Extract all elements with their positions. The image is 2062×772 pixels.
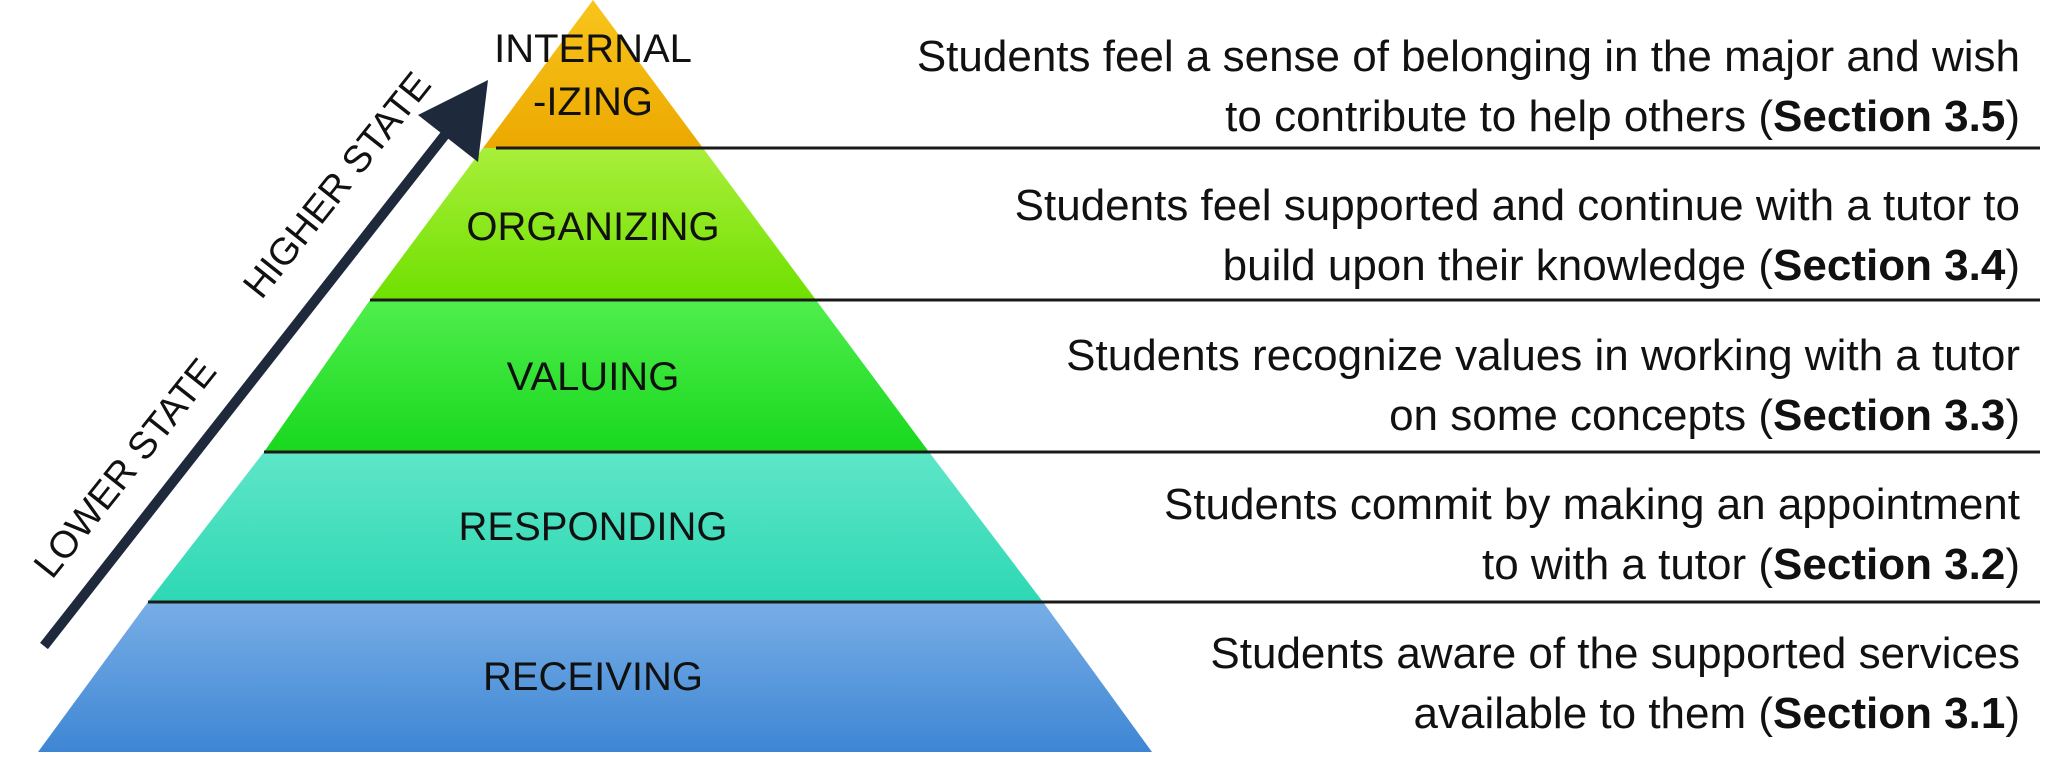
- section-ref: Section 3.1: [1773, 689, 2006, 738]
- desc-line: Students aware of the supported services: [1210, 629, 2020, 678]
- section-ref: Section 3.2: [1773, 540, 2006, 589]
- tier-valuing: [264, 300, 929, 452]
- level-label-responding: RESPONDING: [459, 505, 728, 549]
- desc-line: to contribute to help others (Section 3.…: [720, 87, 2020, 147]
- level-description-internalizing: Students feel a sense of belonging in th…: [720, 27, 2020, 147]
- level-label-valuing: VALUING: [507, 355, 680, 399]
- level-description-responding: Students commit by making an appointment…: [720, 475, 2020, 595]
- arrow-shaft: [40, 127, 452, 650]
- level-label-internalizing-2: -IZING: [533, 80, 653, 124]
- section-ref: Section 3.3: [1773, 391, 2006, 440]
- desc-line: to with a tutor (Section 3.2): [720, 535, 2020, 595]
- desc-line: on some concepts (Section 3.3): [720, 386, 2020, 446]
- section-ref: Section 3.5: [1773, 92, 2006, 141]
- desc-text: on some concepts (: [1389, 391, 1774, 440]
- tier-responding: [148, 452, 1043, 602]
- desc-close: ): [2005, 92, 2020, 141]
- level-description-valuing: Students recognize values in working wit…: [720, 326, 2020, 446]
- desc-text: build upon their knowledge (: [1222, 241, 1774, 290]
- section-ref: Section 3.4: [1773, 241, 2006, 290]
- level-description-organizing: Students feel supported and continue wit…: [720, 176, 2020, 296]
- tier-internalizing: [483, 0, 703, 148]
- desc-close: ): [2005, 241, 2020, 290]
- level-label-internalizing-1: INTERNAL: [494, 27, 692, 71]
- desc-close: ): [2005, 540, 2020, 589]
- desc-text: available to them (: [1413, 689, 1774, 738]
- desc-close: ): [2005, 689, 2020, 738]
- desc-line: build upon their knowledge (Section 3.4): [720, 236, 2020, 296]
- arrow-head-icon: [418, 80, 488, 162]
- desc-line: Students feel supported and continue wit…: [1014, 181, 2020, 230]
- level-label-organizing: ORGANIZING: [466, 205, 719, 249]
- desc-line: Students commit by making an appointment: [1163, 480, 2020, 529]
- desc-text: to with a tutor (: [1482, 540, 1774, 589]
- desc-close: ): [2005, 391, 2020, 440]
- level-label-receiving: RECEIVING: [483, 655, 703, 699]
- desc-line: Students feel a sense of belonging in th…: [916, 32, 2020, 81]
- desc-line: available to them (Section 3.1): [720, 684, 2021, 744]
- desc-line: Students recognize values in working wit…: [1066, 331, 2020, 380]
- tier-receiving: [38, 602, 1152, 752]
- tier-organizing: [370, 148, 816, 300]
- desc-text: to contribute to help others (: [1225, 92, 1774, 141]
- level-description-receiving: Students aware of the supported services…: [720, 624, 2020, 744]
